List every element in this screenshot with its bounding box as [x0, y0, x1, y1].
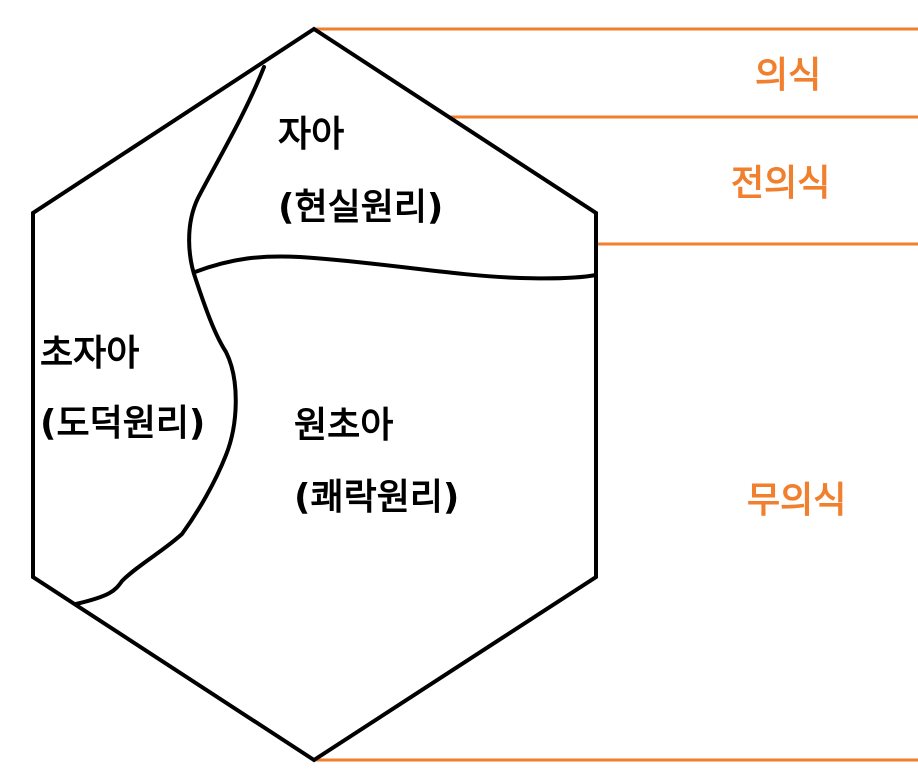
ego-principle-label: (현실원리) [278, 187, 444, 228]
id-name-label: 원초아 [294, 405, 394, 446]
superego-principle-label: (도덕원리) [40, 403, 206, 444]
id-principle-label: (쾌락원리) [294, 477, 460, 518]
superego-boundary-curve [74, 65, 266, 606]
ego-id-boundary-curve [193, 254, 598, 281]
preconscious-level-label: 전의식 [731, 163, 831, 204]
ego-name-label: 자아 [278, 114, 345, 155]
unconscious-level-label: 무의식 [747, 480, 847, 521]
psyche-hexagon [31, 26, 598, 763]
superego-name-label: 초자아 [40, 333, 140, 374]
conscious-level-label: 의식 [755, 55, 822, 96]
